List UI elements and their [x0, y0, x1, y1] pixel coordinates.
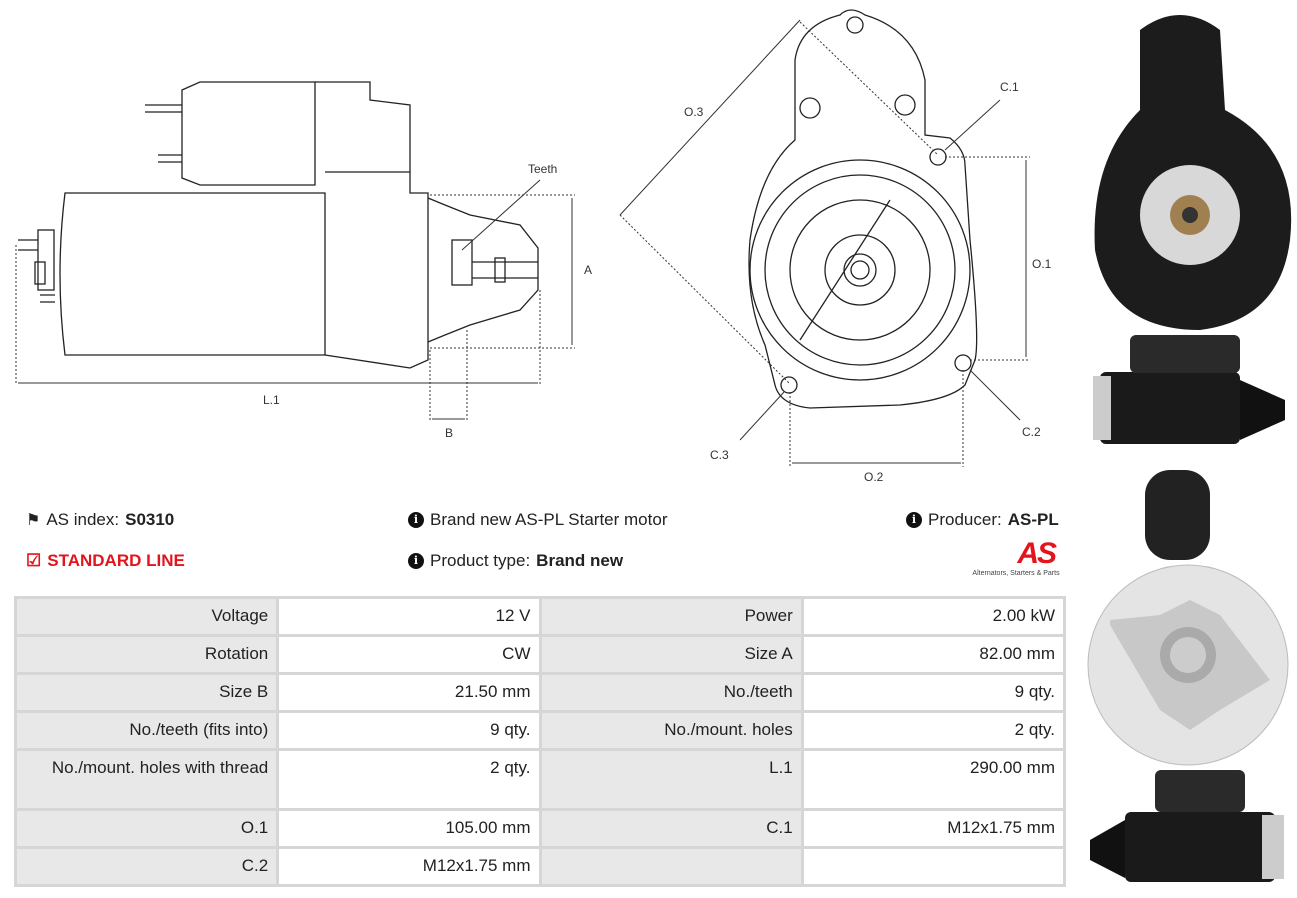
label-o3: O.3 [684, 105, 704, 119]
spec-value: 2.00 kW [800, 596, 1067, 637]
label-c3: C.3 [710, 448, 729, 462]
spec-label [538, 846, 804, 887]
spec-label: L.1 [538, 748, 804, 811]
label-o2: O.2 [864, 470, 884, 484]
label-teeth: Teeth [528, 162, 557, 176]
product-type: i Product type: Brand new [408, 551, 623, 571]
spec-label: No./mount. holes [538, 710, 804, 751]
description-text: Brand new AS-PL Starter motor [430, 510, 668, 529]
info-icon: i [408, 512, 424, 528]
spec-value: 2 qty. [276, 748, 542, 811]
line-label: STANDARD LINE [47, 551, 185, 570]
spec-value: 9 qty. [800, 672, 1067, 713]
spec-row: No./teeth (fits into)9 qty.No./mount. ho… [13, 710, 1067, 751]
product-type-label: Product type: [430, 551, 531, 570]
logo-text: AS [965, 538, 1067, 570]
spec-label: Voltage [13, 596, 280, 637]
spec-label: No./mount. holes with thread [13, 748, 280, 811]
spec-value: 105.00 mm [276, 808, 542, 849]
spec-label: Size A [538, 634, 804, 675]
check-square-icon: ☑ [26, 551, 42, 570]
spec-value: M12x1.75 mm [800, 808, 1067, 849]
label-c1: C.1 [1000, 80, 1019, 94]
spec-value: 12 V [276, 596, 542, 637]
photo-side [1093, 335, 1285, 444]
photo-side-2 [1090, 770, 1284, 882]
standard-line-badge: ☑ STANDARD LINE [26, 551, 185, 571]
label-a: A [584, 263, 592, 277]
spec-label: No./teeth [538, 672, 804, 713]
spec-value: 82.00 mm [800, 634, 1067, 675]
as-index-value: S0310 [125, 510, 175, 529]
spec-value: 2 qty. [800, 710, 1067, 751]
spec-value [800, 846, 1067, 887]
spec-label: O.1 [13, 808, 280, 849]
logo-tagline: Alternators, Starters & Parts [972, 570, 1060, 577]
description: i Brand new AS-PL Starter motor [408, 510, 667, 530]
front-view-diagram: O.3 C.1 O.1 C.2 C.3 O.2 [619, 9, 1052, 484]
photo-rear [1087, 470, 1289, 766]
label-c2: C.2 [1022, 425, 1041, 439]
producer: i Producer: AS-PL [906, 510, 1059, 530]
info-icon: i [408, 553, 424, 569]
label-l1: L.1 [263, 393, 280, 407]
label-o1: O.1 [1032, 257, 1052, 271]
as-index-label: AS index: [46, 510, 120, 529]
spec-value: M12x1.75 mm [276, 846, 542, 887]
producer-value: AS-PL [1007, 510, 1059, 529]
as-pl-logo: AS Alternators, Starters & Parts [965, 538, 1067, 577]
spec-value: 21.50 mm [276, 672, 542, 713]
spec-label: Rotation [13, 634, 280, 675]
spec-label: Power [538, 596, 804, 637]
spec-label: C.2 [13, 846, 280, 887]
photo-front [1094, 15, 1292, 330]
product-photos [1087, 15, 1292, 882]
spec-value: 290.00 mm [800, 748, 1067, 811]
as-index: ⚑ AS index: S0310 [26, 510, 174, 530]
label-b: B [445, 426, 453, 440]
tags-icon: ⚑ [26, 512, 41, 529]
product-type-value: Brand new [536, 551, 624, 570]
spec-label: C.1 [538, 808, 804, 849]
spec-value: 9 qty. [276, 710, 542, 751]
side-view-diagram: Teeth A L.1 B [15, 81, 592, 440]
spec-label: No./teeth (fits into) [13, 710, 280, 751]
spec-value: CW [276, 634, 542, 675]
info-icon: i [906, 512, 922, 528]
producer-label: Producer: [928, 510, 1002, 529]
spec-label: Size B [13, 672, 280, 713]
